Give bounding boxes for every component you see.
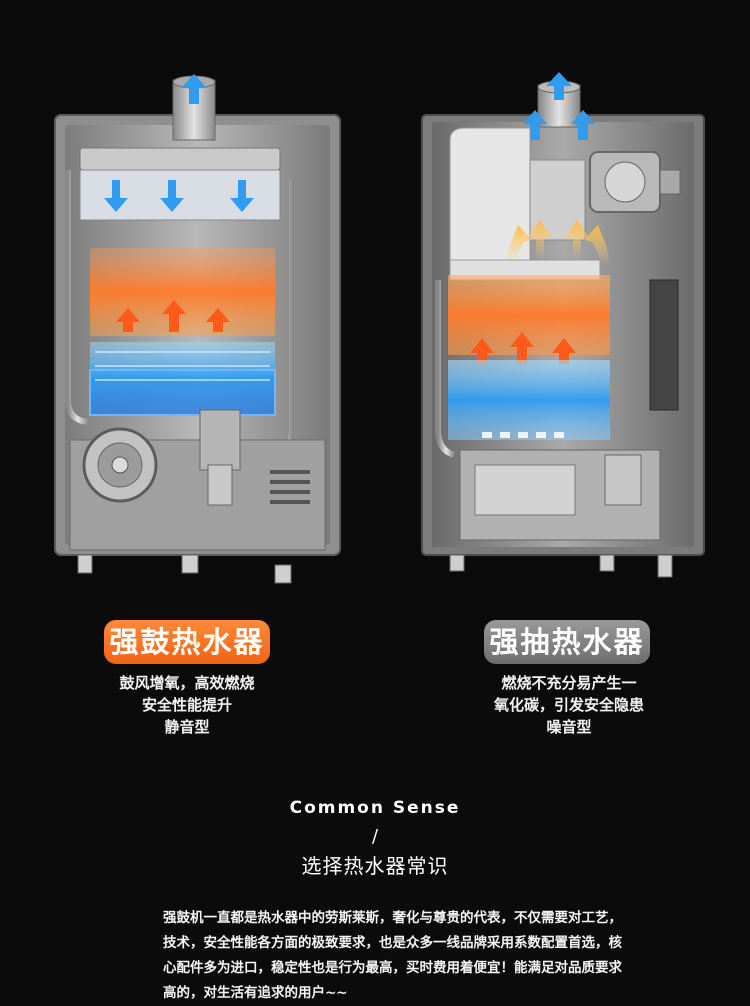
desc-line: 鼓风增氧，高效燃烧 (119, 674, 255, 692)
up-arrow-icon (181, 74, 207, 104)
forced-exhaust-heater-illustration (420, 70, 710, 590)
desc-line: 燃烧不充分易产生一 (501, 674, 637, 692)
desc-line: 噪音型 (546, 718, 592, 736)
forced-draft-description: 鼓风增氧，高效燃烧 安全性能提升 静音型 (100, 672, 274, 738)
up-arrow-icon (523, 72, 595, 140)
section-heading-chinese: 选择热水器常识 (301, 854, 449, 878)
heat-arrow-icon (506, 220, 610, 266)
forced-draft-heater-illustration (50, 70, 350, 590)
section-heading-divider: / (371, 826, 379, 847)
forced-exhaust-description: 燃烧不充分易产生一 氧化碳，引发安全隐患 噪音型 (474, 672, 664, 738)
forced-exhaust-title: 强抽热水器 (484, 620, 650, 664)
heat-arrow-icon (116, 300, 230, 332)
section-heading-english: Common Sense (289, 798, 461, 818)
fan-icon (82, 427, 158, 503)
forced-draft-title: 强鼓热水器 (104, 620, 270, 664)
heat-arrow-icon (470, 332, 576, 364)
desc-line: 氧化碳，引发安全隐患 (493, 696, 644, 714)
desc-line: 静音型 (164, 718, 210, 736)
body-paragraph: 强鼓机一直都是热水器中的劳斯莱斯，奢化与尊贵的代表，不仅需要对工艺，技术，安全性… (163, 910, 622, 1001)
down-arrow-icon (104, 180, 254, 212)
desc-line: 安全性能提升 (141, 696, 232, 714)
